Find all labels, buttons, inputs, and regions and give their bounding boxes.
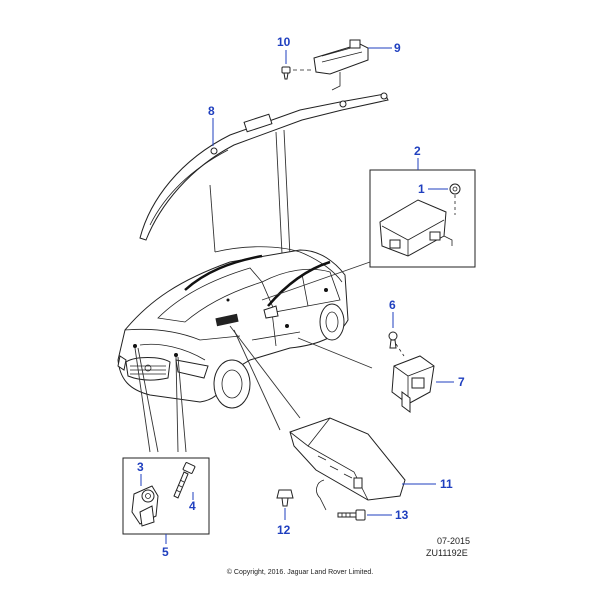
part-13-bolt: 13 [337, 508, 409, 522]
passenger-airbag-location [215, 313, 239, 327]
callout-12: 12 [277, 523, 291, 537]
callout-8: 8 [208, 104, 215, 118]
part-12-clip: 12 [276, 489, 294, 537]
part-10-screw: 10 [277, 35, 291, 80]
part-4-bolt [173, 462, 196, 499]
callout-10: 10 [277, 35, 291, 49]
callout-4: 4 [189, 499, 196, 513]
callout-7: 7 [458, 375, 465, 389]
car-guide-lines [134, 261, 373, 453]
callout-6: 6 [389, 298, 396, 312]
callout-1: 1 [418, 182, 425, 196]
callout-3: 3 [137, 460, 144, 474]
part-9-airbag-bracket: 9 [313, 39, 401, 91]
copyright-notice: © Copyright, 2016. Jaguar Land Rover Lim… [226, 569, 374, 576]
part-2-module-box: 2 1 [369, 144, 476, 268]
part-3-sensor [131, 485, 159, 527]
diagram-ref: ZU11192E [426, 548, 468, 558]
callout-11: 11 [440, 477, 453, 491]
car-body [117, 246, 349, 409]
diagram-date: 07-2015 [437, 536, 470, 546]
curtain-guide-lines [209, 129, 291, 257]
callout-5: 5 [162, 545, 169, 559]
part-8-curtain-airbag: 8 [139, 92, 389, 241]
part-6-bolt: 6 [388, 298, 398, 349]
callout-2: 2 [414, 144, 421, 158]
callout-13: 13 [395, 508, 409, 522]
part-11-passenger-airbag: 11 [289, 417, 453, 511]
part-5-sensor-kit: 5 3 4 [122, 457, 210, 559]
callout-9: 9 [394, 41, 401, 55]
part-7-impact-sensor: 7 [391, 355, 465, 413]
